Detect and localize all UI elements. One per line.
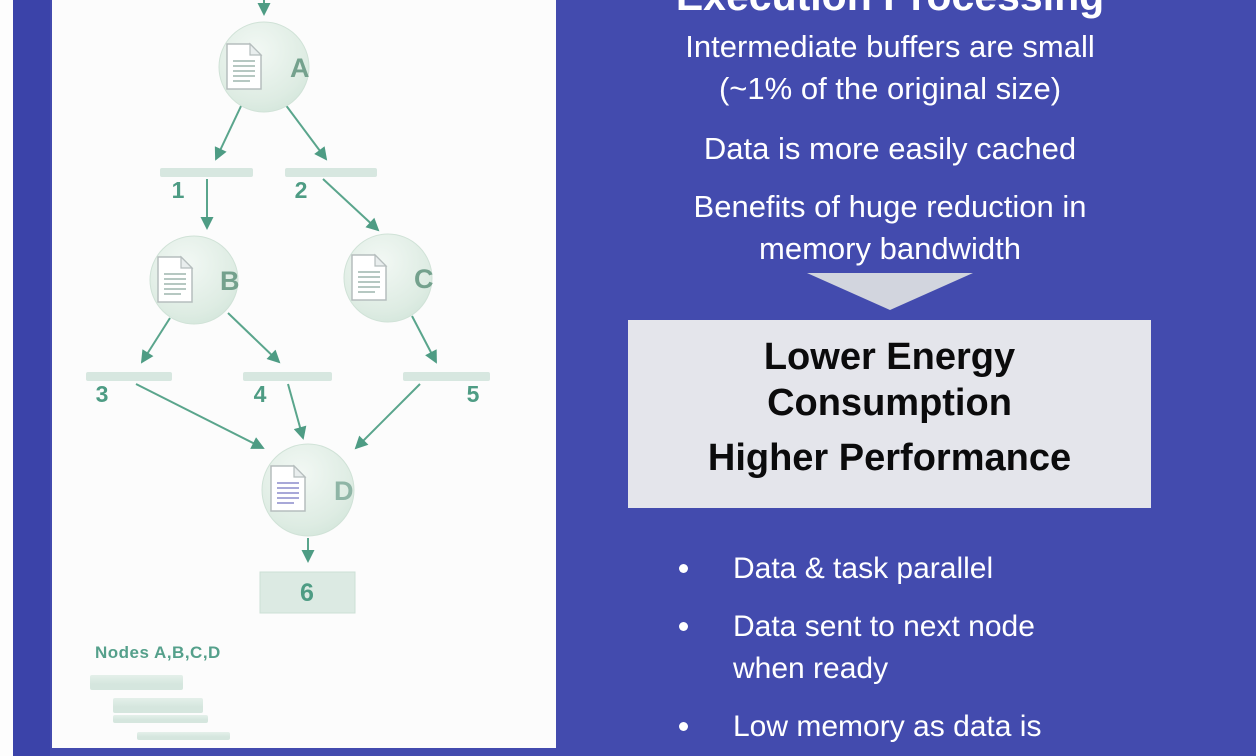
sink-box: 6: [259, 571, 356, 614]
bullet-line: Low memory as data is: [733, 710, 1042, 743]
bullet-dot-icon: [679, 622, 688, 631]
edge-3-d: [135, 383, 265, 449]
buffer-label-2: 2: [295, 177, 308, 203]
statement-buffers: Intermediate buffers are small (~1% of t…: [556, 26, 1224, 110]
text-panel: Execution Processing Intermediate buffer…: [556, 0, 1256, 756]
statement-line: Data is more easily cached: [703, 131, 1077, 166]
edge-2-c: [322, 178, 380, 232]
statement-line: memory bandwidth: [759, 231, 1021, 266]
edge-5-d: [354, 383, 421, 450]
buffer-bar-2: [285, 168, 377, 177]
buffer-label-5: 5: [467, 381, 480, 407]
document-icon: [270, 464, 307, 512]
node-a: A: [218, 21, 310, 113]
bullet-list: Data & task parallel Data sent to next n…: [666, 548, 1226, 756]
node-b: B: [149, 235, 240, 325]
buffer-bar-5: [403, 372, 490, 381]
bullet-line: Data & task parallel: [733, 552, 994, 585]
statement-line: Benefits of huge reduction in: [693, 189, 1087, 224]
edge-b-4: [227, 312, 281, 364]
highlight-line: Higher Performance: [707, 437, 1072, 479]
dag-panel: 1 2 3 4 5 A: [52, 0, 556, 748]
legend-bar-4: [137, 732, 230, 740]
statement-line: Intermediate buffers are small: [685, 29, 1095, 64]
node-b-label: B: [220, 266, 240, 296]
statement-bandwidth: Benefits of huge reduction in memory ban…: [556, 186, 1224, 270]
buffer-bar-3: [86, 372, 172, 381]
node-d-label: D: [334, 476, 354, 506]
slide-title: Execution Processing: [556, 0, 1224, 20]
bullet-line: Data sent to next node: [733, 610, 1035, 643]
node-c: C: [343, 233, 434, 323]
document-icon: [226, 42, 263, 90]
bullet-dot-icon: [679, 564, 688, 573]
edge-c-5: [411, 315, 437, 364]
statement-cached: Data is more easily cached: [556, 128, 1224, 170]
bullet-line: when ready: [733, 652, 889, 685]
legend-bar-2: [113, 698, 203, 713]
legend-bar-3: [113, 715, 208, 723]
node-a-label: A: [290, 53, 310, 83]
document-icon: [157, 255, 194, 303]
dag-diagram: 1 2 3 4 5 A: [86, 0, 490, 614]
arrow-down-triangle-icon: [807, 273, 973, 310]
edge-4-d: [287, 383, 307, 440]
bullet-item: Data sent to next node when ready: [666, 606, 1226, 690]
legend-title: Nodes A,B,C,D: [95, 643, 221, 662]
left-white-strip: [0, 0, 13, 756]
document-icon: [351, 253, 388, 301]
bullet-item: Low memory as data is not all in the dat…: [666, 706, 1226, 756]
bullet-item: Data & task parallel: [666, 548, 1226, 590]
sink-label: 6: [300, 579, 314, 607]
bullet-line: not all in the data path: [733, 748, 1226, 756]
edge-a-1: [214, 103, 243, 161]
buffer-bar-1: [160, 168, 253, 177]
node-c-label: C: [414, 264, 434, 294]
edge-a-2: [284, 103, 328, 161]
highlight-line: Consumption: [767, 382, 1012, 424]
highlight-line: Lower Energy: [763, 336, 1016, 378]
dag-edges: [135, 0, 437, 563]
buffer-bar-4: [243, 372, 332, 381]
left-blue-bar: [13, 0, 50, 756]
statement-line: (~1% of the original size): [718, 71, 1062, 106]
legend-bar-1: [90, 675, 183, 690]
buffer-bars: 1 2 3 4 5: [86, 168, 490, 407]
edge-b-3: [140, 317, 171, 364]
buffer-label-1: 1: [172, 177, 185, 203]
highlight-box: Lower Energy Consumption Higher Performa…: [628, 320, 1151, 508]
buffer-label-3: 3: [96, 381, 109, 407]
node-d: D: [261, 443, 355, 537]
bullet-dot-icon: [679, 722, 688, 731]
buffer-label-4: 4: [254, 381, 267, 407]
